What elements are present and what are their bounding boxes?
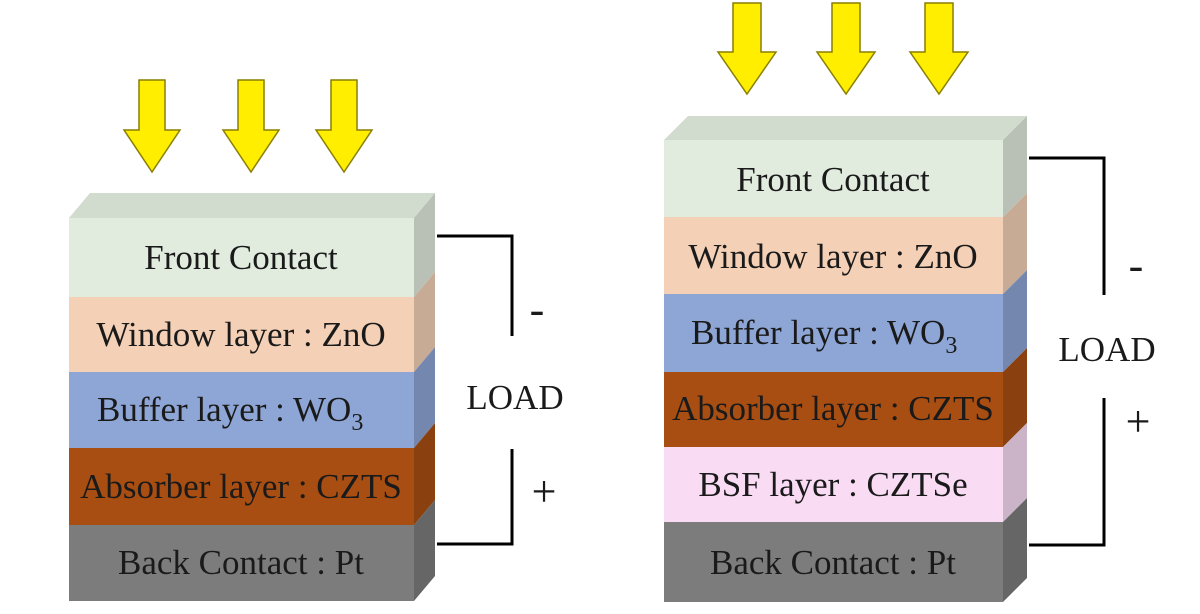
left-light-arrows (122, 79, 374, 174)
right-layer-absorber: Absorber layer : CZTS (664, 348, 1027, 447)
layer-label: Front Contact (736, 160, 930, 199)
light-arrow-icon (221, 79, 281, 174)
right-layer-back-contact: Back Contact : Pt (664, 498, 1027, 602)
left-device: Front Contact Window layer : ZnO Buffer … (69, 79, 564, 601)
layer-label: Back Contact : Pt (710, 543, 956, 582)
right-device: Front Contact Window layer : ZnO Buffer … (664, 2, 1156, 602)
layer-label: Buffer layer : WO3 (691, 313, 957, 359)
layer-label: Absorber layer : CZTS (672, 389, 994, 428)
layer-label: Front Contact (144, 238, 338, 277)
load-label: LOAD (1058, 330, 1155, 369)
left-circuit-wire (437, 234, 514, 546)
left-layer-back-contact: Back Contact : Pt (69, 500, 435, 601)
plus-sign: + (532, 467, 557, 516)
plus-sign: + (1126, 397, 1151, 446)
right-stack-top-face (664, 116, 1027, 140)
layer-label: Back Contact : Pt (118, 543, 364, 582)
right-layer-bsf: BSF layer : CZTSe (664, 423, 1027, 522)
left-layer-window: Window layer : ZnO (69, 272, 435, 372)
layer-label: Absorber layer : CZTS (80, 467, 402, 506)
layer-label: BSF layer : CZTSe (698, 465, 967, 504)
light-arrow-icon (122, 79, 182, 174)
layer-label: Buffer layer : WO3 (97, 390, 363, 436)
layer-label: Window layer : ZnO (96, 315, 385, 354)
light-arrow-icon (716, 2, 778, 96)
right-layer-front-contact: Front Contact (664, 116, 1027, 217)
right-light-arrows (716, 2, 970, 96)
minus-sign: - (1129, 241, 1144, 290)
left-layer-buffer: Buffer layer : WO3 (69, 347, 435, 448)
light-arrow-icon (815, 2, 877, 96)
left-layer-front-contact: Front Contact (69, 193, 435, 297)
load-label: LOAD (466, 378, 563, 417)
right-circuit-wire (1029, 156, 1106, 547)
right-layer-buffer: Buffer layer : WO3 (664, 270, 1027, 372)
left-layer-absorber: Absorber layer : CZTS (69, 423, 435, 525)
minus-sign: - (530, 285, 545, 334)
right-layer-window: Window layer : ZnO (664, 193, 1027, 294)
layer-label: Window layer : ZnO (688, 237, 977, 276)
light-arrow-icon (908, 2, 970, 96)
light-arrow-icon (314, 79, 374, 174)
left-stack-top-face (69, 193, 435, 218)
